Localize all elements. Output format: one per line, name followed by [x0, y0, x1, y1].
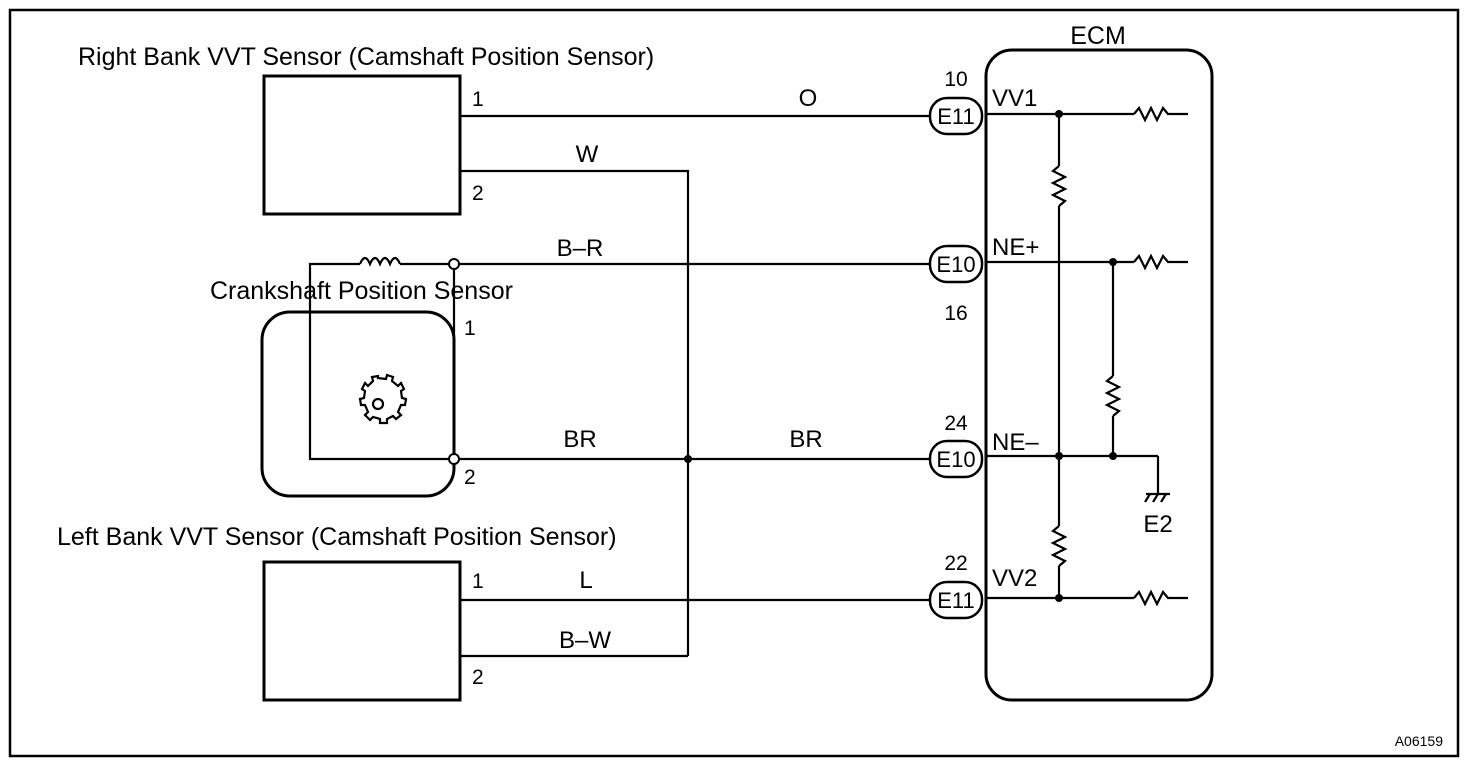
connector-e10-ne-minus — [928, 439, 984, 479]
wire-l-label: L — [579, 567, 592, 594]
wire-w-label: W — [576, 141, 599, 168]
ecm-node-ne-plus — [1109, 258, 1117, 266]
connector-e11-vv1-label: E11 — [937, 104, 975, 129]
ne-resistor-icon — [1104, 375, 1122, 417]
vv2-pin-number: 22 — [944, 552, 967, 575]
connector-e11-vv2-label: E11 — [937, 588, 975, 613]
wire-b-r-label: B–R — [557, 235, 604, 262]
connector-e11-vv2 — [928, 580, 984, 620]
connector-e11-vv1 — [928, 96, 984, 136]
reluctor-hub-icon — [371, 397, 385, 411]
ecm-node-ne-minus-b — [1109, 452, 1117, 460]
right-vvt-pin2: 2 — [472, 182, 484, 205]
wire-br-left-label: BR — [563, 426, 596, 453]
crank-sensor-title: Crankshaft Position Sensor — [210, 277, 513, 305]
crank-terminal2 — [448, 453, 460, 465]
diagram-frame — [8, 8, 1460, 758]
left-vvt-pin1: 1 — [472, 570, 484, 593]
crank-sensor-box — [260, 310, 456, 498]
wire-b-w-label: B–W — [559, 627, 611, 654]
ecm-box — [984, 48, 1214, 702]
ne-plus-terminal-label: NE+ — [992, 234, 1039, 261]
ecm-node-vv1 — [1055, 110, 1063, 118]
crank-pin2: 2 — [464, 466, 476, 489]
ecm-node-vv2 — [1055, 594, 1063, 602]
right-vvt-sensor-title: Right Bank VVT Sensor (Camshaft Position… — [78, 43, 654, 71]
ecm-node-ne-minus-a — [1055, 452, 1063, 460]
ecm-internal-circuit — [986, 105, 1188, 607]
ne-plus-resistor-icon — [1133, 253, 1188, 271]
left-vvt-sensor-title: Left Bank VVT Sensor (Camshaft Position … — [57, 523, 617, 551]
vv1-pullup-resistor-icon — [1050, 165, 1068, 207]
vv1-resistor-icon — [1133, 105, 1188, 123]
connector-e10-ne-plus-label: E10 — [936, 252, 975, 277]
ecm-label: ECM — [1070, 22, 1126, 50]
ground-icon — [1144, 492, 1170, 503]
ne-minus-pin-number: 24 — [944, 412, 968, 435]
connector-e10-ne-minus-label: E10 — [936, 447, 975, 472]
ne-minus-terminal-label: NE– — [992, 429, 1039, 456]
ground-label: E2 — [1143, 511, 1172, 538]
right-vvt-pin1: 1 — [472, 88, 484, 111]
left-vvt-pin2: 2 — [472, 666, 484, 689]
right-vvt-sensor-box — [262, 74, 462, 216]
pickup-coil-icon — [358, 256, 402, 267]
vv1-terminal-label: VV1 — [992, 85, 1037, 112]
crank-pin1: 1 — [464, 317, 476, 340]
junction-dot — [684, 455, 692, 463]
vv2-terminal-label: VV2 — [992, 565, 1037, 592]
ne-plus-pin-number: 16 — [944, 302, 967, 325]
vv2-pullup-resistor-icon — [1050, 525, 1068, 567]
crank-internal-circuit — [308, 262, 456, 461]
vv1-pin-number: 10 — [944, 68, 967, 91]
crank-terminal1 — [448, 258, 460, 270]
vv2-resistor-icon — [1133, 589, 1188, 607]
reluctor-gear-icon — [358, 373, 408, 425]
wire-o-label: O — [799, 85, 818, 112]
wire-w — [460, 169, 690, 656]
figure-id: A06159 — [1395, 733, 1443, 749]
connector-e10-ne-plus — [928, 244, 984, 284]
wire-br-right-label: BR — [789, 426, 822, 453]
left-vvt-sensor-box — [262, 560, 462, 702]
